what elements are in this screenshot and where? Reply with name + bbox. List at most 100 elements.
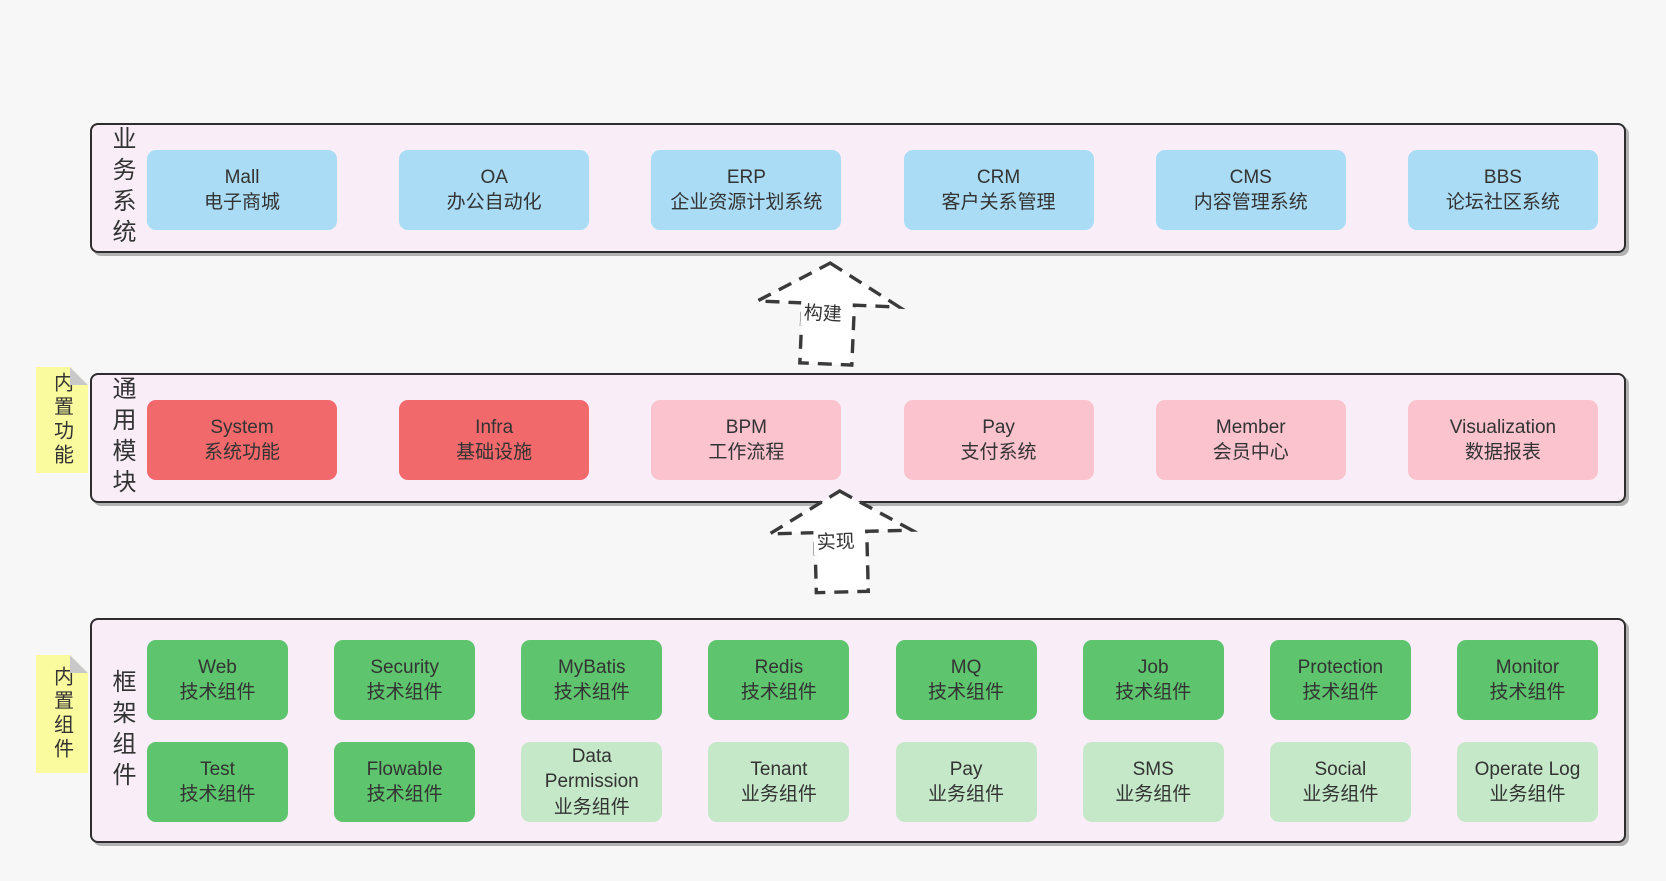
box-title: Monitor <box>1495 656 1560 678</box>
box-title: Data Permission <box>544 746 639 793</box>
box-infra: Infra 基础设施 <box>399 400 590 480</box>
business-systems-row: Mall 电子商城 OA 办公自动化 ERP 企业资源计划系统 CRM 客户关系… <box>147 150 1598 230</box>
box-title: Mall <box>224 166 260 188</box>
box-title: Tenant <box>750 758 808 780</box>
box-pay: Pay 支付系统 <box>903 400 1094 480</box>
sticky-note-text: 内置功能 <box>50 372 73 468</box>
box-subtitle: 业务组件 <box>553 796 630 818</box>
box-monitor: Monitor 技术组件 <box>1456 640 1598 720</box>
box-title: Security <box>370 656 439 678</box>
band-label-common-modules: 通用模块 <box>108 376 135 500</box>
band-label-business-systems: 业务系统 <box>108 126 135 250</box>
band-business-systems: 业务系统 Mall 电子商城 OA 办公自动化 ERP 企业资源计划系统 CRM… <box>90 123 1626 253</box>
box-title: Pay <box>949 758 983 780</box>
box-subtitle: 支付系统 <box>960 442 1037 463</box>
box-security: Security 技术组件 <box>334 640 476 720</box>
box-subtitle: 技术组件 <box>366 784 443 805</box>
box-protection: Protection 技术组件 <box>1269 640 1411 720</box>
box-title: Member <box>1215 416 1286 438</box>
box-flowable: Flowable 技术组件 <box>334 742 476 822</box>
box-subtitle: 系统功能 <box>203 442 280 463</box>
box-title: Social <box>1314 758 1367 780</box>
box-subtitle: 基础设施 <box>456 442 533 463</box>
box-tenant: Tenant 业务组件 <box>708 742 850 822</box>
box-title: BPM <box>725 416 767 438</box>
box-subtitle: 业务组件 <box>928 784 1005 805</box>
box-mq: MQ 技术组件 <box>895 640 1037 720</box>
box-title: Redis <box>754 656 804 678</box>
box-operate-log: Operate Log 业务组件 <box>1456 742 1598 822</box>
box-redis: Redis 技术组件 <box>708 640 850 720</box>
box-subtitle: 业务组件 <box>740 784 817 805</box>
box-subtitle: 技术组件 <box>1489 682 1566 703</box>
box-bbs: BBS 论坛社区系统 <box>1407 150 1598 230</box>
box-subtitle: 业务组件 <box>1115 784 1192 805</box>
box-subtitle: 技术组件 <box>366 682 443 703</box>
box-title: Test <box>200 758 235 780</box>
common-modules-row: System 系统功能 Infra 基础设施 BPM 工作流程 Pay 支付系统… <box>147 400 1598 480</box>
arrow-implement: 实现 <box>763 486 919 598</box>
box-cms: CMS 内容管理系统 <box>1155 150 1346 230</box>
box-title: MQ <box>950 656 982 678</box>
box-crm: CRM 客户关系管理 <box>903 150 1094 230</box>
sticky-note-built-in-components: 内置组件 <box>36 655 88 773</box>
arrow-build-label: 构建 <box>800 296 846 328</box>
box-title: BBS <box>1483 166 1522 188</box>
box-title: ERP <box>726 166 766 188</box>
box-subtitle: 技术组件 <box>1302 682 1379 703</box>
box-title: Flowable <box>366 758 443 780</box>
box-title: Pay <box>982 416 1015 438</box>
box-title: CRM <box>976 166 1021 188</box>
box-title: SMS <box>1132 758 1174 780</box>
box-title: Visualization <box>1449 416 1557 438</box>
framework-components-row-2: Test 技术组件 Flowable 技术组件 Data Permission … <box>147 742 1598 822</box>
box-visualization: Visualization 数据报表 <box>1407 400 1598 480</box>
box-subtitle: 工作流程 <box>708 442 785 463</box>
box-title: System <box>210 416 274 438</box>
box-subtitle: 业务组件 <box>1489 784 1566 805</box>
box-job: Job 技术组件 <box>1082 640 1224 720</box>
box-bpm: BPM 工作流程 <box>651 400 842 480</box>
box-data-permission: Data Permission 业务组件 <box>521 742 663 822</box>
box-web: Web 技术组件 <box>147 640 288 720</box>
box-member: Member 会员中心 <box>1155 400 1346 480</box>
band-framework-components: 框架组件 Web 技术组件 Security 技术组件 MyBatis 技术组件… <box>90 618 1626 843</box>
box-system: System 系统功能 <box>147 400 337 480</box>
box-mybatis: MyBatis 技术组件 <box>521 640 663 720</box>
box-subtitle: 电子商城 <box>203 192 280 213</box>
box-subtitle: 内容管理系统 <box>1193 192 1308 213</box>
box-title: Web <box>198 656 237 678</box>
sticky-note-text: 内置组件 <box>50 666 73 762</box>
box-subtitle: 论坛社区系统 <box>1445 192 1560 213</box>
framework-components-row-1: Web 技术组件 Security 技术组件 MyBatis 技术组件 Redi… <box>147 640 1598 720</box>
box-subtitle: 技术组件 <box>928 682 1005 703</box>
box-subtitle: 技术组件 <box>740 682 817 703</box>
box-title: MyBatis <box>557 656 626 678</box>
box-sms: SMS 业务组件 <box>1082 742 1224 822</box>
sticky-fold-corner <box>70 367 88 385</box>
box-title: CMS <box>1229 166 1272 188</box>
box-social: Social 业务组件 <box>1269 742 1411 822</box>
box-subtitle: 客户关系管理 <box>941 192 1056 213</box>
box-subtitle: 企业资源计划系统 <box>670 192 823 213</box>
box-pay-component: Pay 业务组件 <box>895 742 1037 822</box>
arrow-implement-label: 实现 <box>813 525 859 556</box>
box-test: Test 技术组件 <box>147 742 288 822</box>
band-common-modules: 通用模块 System 系统功能 Infra 基础设施 BPM 工作流程 Pay… <box>90 373 1626 503</box>
box-subtitle: 数据报表 <box>1464 442 1541 463</box>
box-title: Protection <box>1297 656 1384 678</box>
box-title: Job <box>1137 656 1169 678</box>
box-subtitle: 技术组件 <box>1115 682 1192 703</box>
sticky-fold-corner <box>70 655 88 673</box>
box-subtitle: 业务组件 <box>1302 784 1379 805</box>
box-oa: OA 办公自动化 <box>399 150 590 230</box>
box-subtitle: 会员中心 <box>1212 442 1289 463</box>
box-mall: Mall 电子商城 <box>147 150 337 230</box>
sticky-note-built-in-features: 内置功能 <box>36 367 88 473</box>
box-subtitle: 技术组件 <box>179 784 256 805</box>
box-subtitle: 技术组件 <box>179 682 256 703</box>
box-erp: ERP 企业资源计划系统 <box>651 150 842 230</box>
band-label-framework-components: 框架组件 <box>108 668 135 793</box>
box-subtitle: 办公自动化 <box>446 192 542 213</box>
box-title: OA <box>480 166 508 188</box>
